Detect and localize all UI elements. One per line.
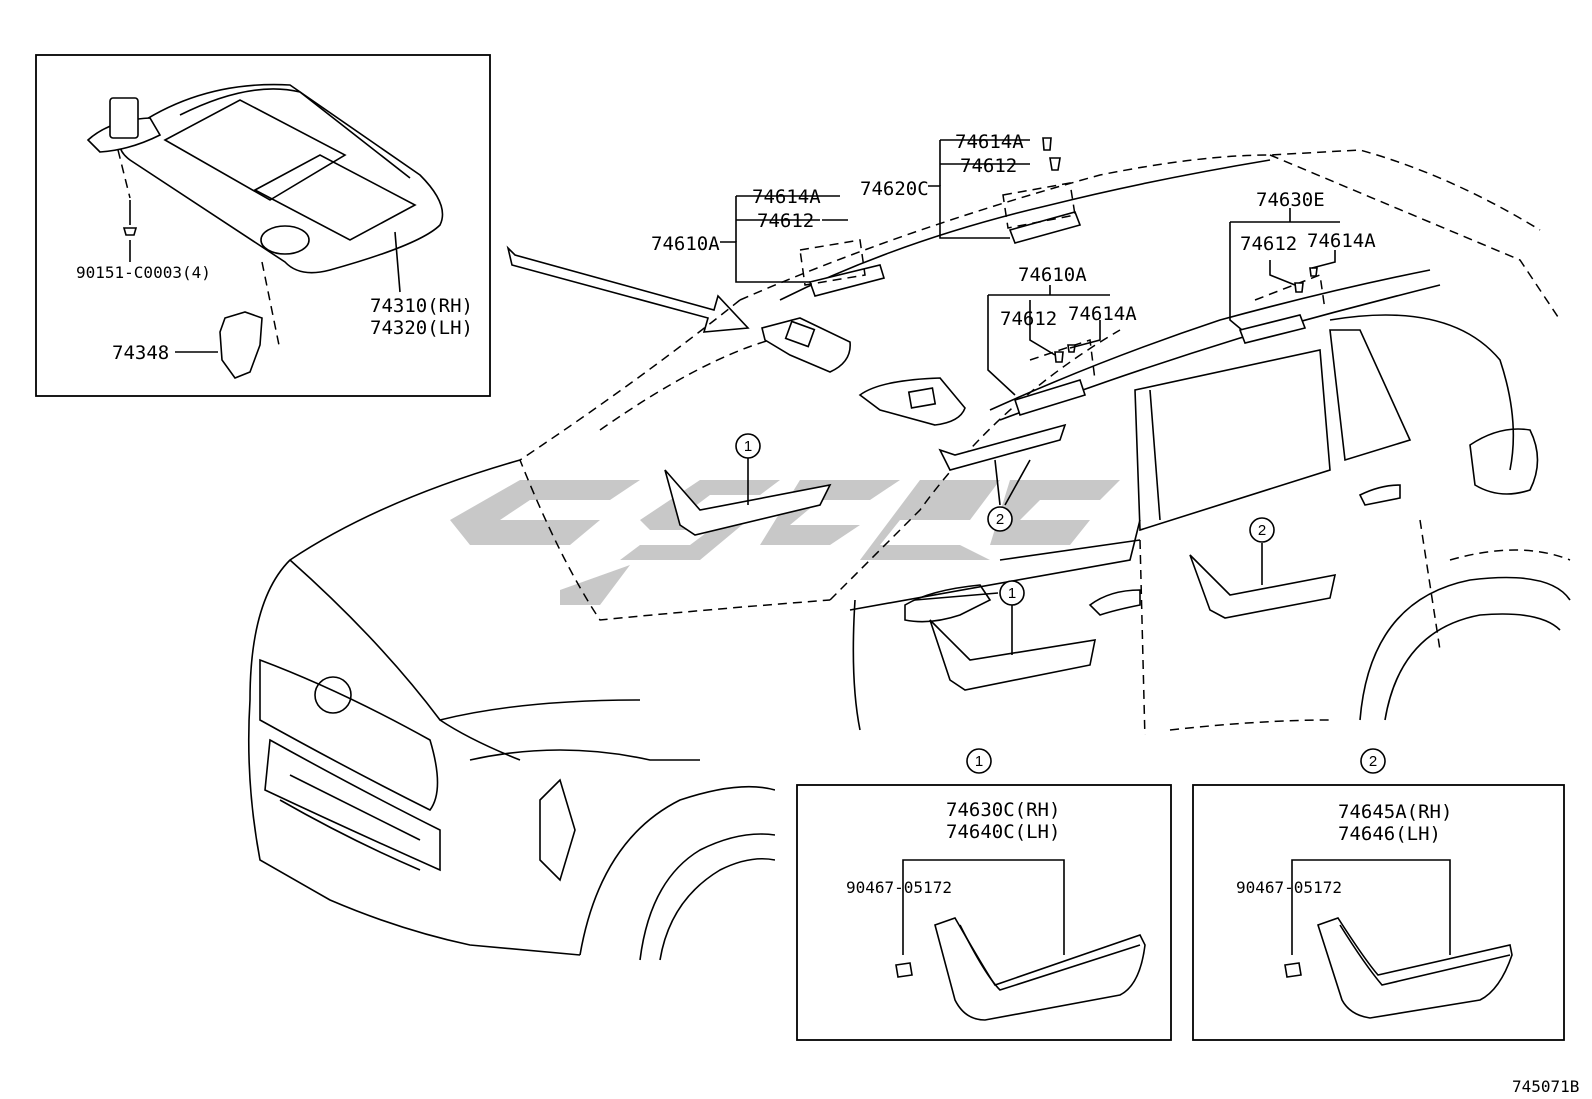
label-74612-center: 74612 (960, 155, 1017, 177)
label-74612-left: 74612 (757, 210, 814, 232)
svg-text:2: 2 (1369, 753, 1377, 770)
detail-2-trim-part (1317, 917, 1513, 1019)
label-74614A-center: 74614A (955, 131, 1024, 153)
detail-1-part-rh: 74630C(RH) (946, 799, 1060, 821)
grip-front-left (808, 264, 886, 297)
grip-center (1008, 211, 1082, 244)
label-74614A-left: 74614A (752, 186, 821, 208)
svg-text:2: 2 (996, 511, 1004, 528)
grip-front-right (1013, 379, 1087, 416)
svg-text:1: 1 (744, 438, 752, 455)
label-visor-rh: 74310(RH) (370, 295, 473, 317)
installed-parts (664, 137, 1337, 691)
detail-2-part-lh: 74646(LH) (1338, 823, 1441, 845)
door-trim-rear-right (1189, 554, 1337, 619)
detail-1-marker (966, 748, 992, 774)
label-74614A-rear: 74614A (1307, 230, 1376, 252)
svg-text:1: 1 (975, 753, 983, 770)
marker-2-upper: 2 (987, 506, 1013, 532)
visor-holder (219, 311, 263, 379)
sun-visor (119, 83, 444, 274)
callout-leaders (720, 139, 1340, 655)
marker-1-front-right: 1 (999, 580, 1025, 606)
svg-text:1: 1 (1008, 585, 1016, 602)
grip-rear (1238, 314, 1307, 344)
right-visor (858, 377, 966, 426)
diagram-id: 745071B (1512, 1077, 1579, 1096)
label-74614A-right: 74614A (1068, 303, 1137, 325)
detail-box-2: 2 74645A(RH) 74646(LH) 90467-05172 (1192, 748, 1565, 1041)
label-74612-rear: 74612 (1240, 233, 1297, 255)
detail-2-part-rh: 74645A(RH) (1338, 801, 1452, 823)
label-holder: 74348 (112, 342, 169, 364)
detail-2-marker (1360, 748, 1386, 774)
label-74612-right: 74612 (1000, 308, 1057, 330)
label-74610A-right: 74610A (1018, 264, 1087, 286)
detail-1-part-lh: 74640C(LH) (946, 821, 1060, 843)
svg-text:2: 2 (1258, 522, 1266, 539)
detail-2-clip-part (1284, 962, 1302, 978)
door-trim-upper (938, 423, 1067, 471)
marker-1-front-left: 1 (735, 433, 761, 459)
detail-1-clip: 90467-05172 (846, 878, 952, 897)
label-visor-lh: 74320(LH) (370, 317, 473, 339)
visor-inset: 90151-C0003(4) 74310(RH) 74320(LH) 74348 (35, 54, 491, 397)
label-bolt: 90151-C0003(4) (76, 263, 211, 282)
callout-labels: 74610A 74614A 74612 74620C 74614A 74612 … (651, 131, 1376, 330)
detail-2-clip: 90467-05172 (1236, 878, 1342, 897)
label-74630E: 74630E (1256, 189, 1325, 211)
pointer-arrow (506, 245, 750, 333)
label-74610A-left: 74610A (651, 233, 720, 255)
marker-2-rear: 2 (1249, 517, 1275, 543)
label-74620C: 74620C (860, 178, 929, 200)
detail-1-clip-part (895, 962, 913, 978)
vehicle-outline (247, 149, 1571, 961)
